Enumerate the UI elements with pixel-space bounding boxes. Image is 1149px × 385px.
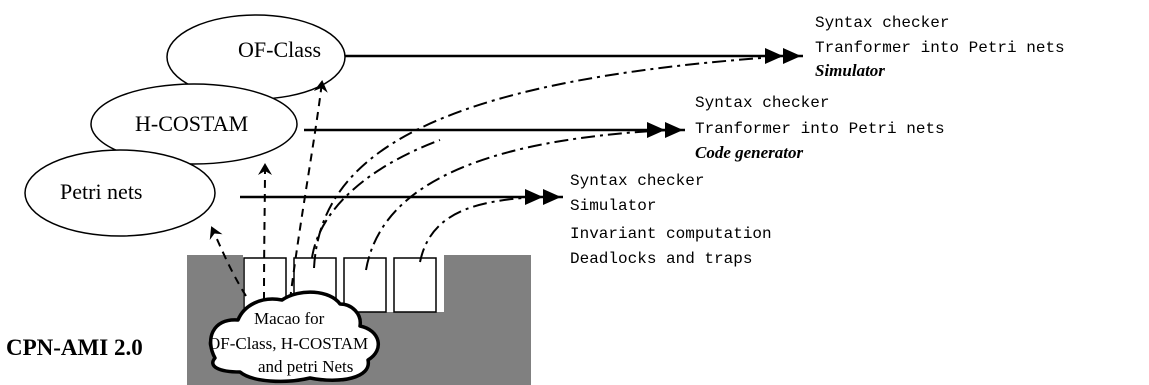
h-costam-tool-transformer: Tranformer into Petri nets — [695, 120, 945, 138]
of-class-tool-syntax-checker: Syntax checker — [815, 14, 949, 32]
of-class-label: OF-Class — [238, 37, 321, 62]
platform-slot-4 — [393, 257, 437, 313]
macao-cloud-shape — [208, 290, 380, 384]
platform-label: CPN-AMI 2.0 — [6, 335, 143, 360]
petri-tool-syntax-checker: Syntax checker — [570, 172, 704, 190]
h-costam-tool-code-generator: Code generator — [695, 143, 804, 162]
of-class-tools-list: Syntax checker Tranformer into Petri net… — [815, 14, 1065, 80]
dashdot-from-slot-2-upper — [311, 139, 441, 259]
dashed-arrow-to-h-costam — [257, 163, 272, 301]
platform-slot-3 — [343, 257, 387, 313]
h-costam-label: H-COSTAM — [135, 111, 248, 136]
dashed-arrow-to-of-class — [289, 80, 328, 301]
node-h-costam: H-COSTAM — [90, 83, 298, 165]
petri-tool-invariant: Invariant computation — [570, 225, 772, 243]
petri-tools-list: Syntax checker Simulator Invariant compu… — [570, 172, 772, 268]
node-petri-nets: Petri nets — [24, 149, 216, 237]
of-class-tool-simulator: Simulator — [815, 61, 885, 80]
macao-line-2: OF-Class, H-COSTAM — [208, 334, 368, 353]
dashdot-to-petri-tools — [419, 196, 541, 263]
petri-tool-simulator: Simulator — [570, 197, 656, 215]
dashdot-to-h-costam-tools — [365, 129, 671, 271]
macao-line-3: and petri Nets — [258, 357, 353, 376]
node-of-class: OF-Class — [166, 14, 346, 100]
petri-tool-deadlocks: Deadlocks and traps — [570, 250, 752, 268]
dashed-arrow-to-petri-nets — [209, 226, 247, 297]
h-costam-ellipse — [90, 83, 298, 165]
h-costam-tools-list: Syntax checker Tranformer into Petri net… — [695, 94, 945, 162]
h-costam-tool-syntax-checker: Syntax checker — [695, 94, 829, 112]
petri-nets-label: Petri nets — [60, 179, 143, 204]
macao-line-1: Macao for — [254, 309, 325, 328]
petri-nets-ellipse — [24, 149, 216, 237]
macao-cloud: Macao for OF-Class, H-COSTAM and petri N… — [208, 290, 380, 384]
of-class-tool-transformer: Tranformer into Petri nets — [815, 39, 1065, 57]
